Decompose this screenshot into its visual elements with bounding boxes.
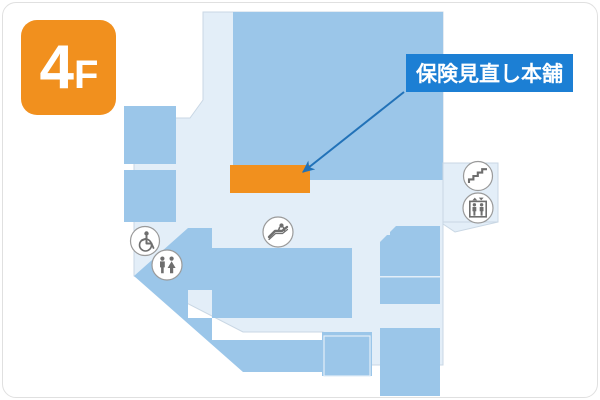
tenant-block-main [211,34,443,180]
restroom-icon [151,249,183,281]
tenant-block-left-upper [124,106,176,164]
tenant-block-center-island [234,248,352,318]
tenant-block-lower-wedge [134,228,370,372]
highlighted-shop-block[interactable] [230,165,310,193]
tenant-block-right-lower [380,328,440,396]
tenant-blocks [124,12,443,396]
callout-arrow [302,91,405,173]
floor-number: 4 [39,32,74,102]
tenant-block-left-lower [124,170,176,222]
wheelchair-restroom-icon [129,225,161,257]
floor-badge: 4 F [21,20,116,115]
tenant-block-right-upper [380,226,440,304]
shop-callout-banner[interactable]: 保険見直し本舗 [406,54,573,92]
escalator-icon [262,216,294,248]
tenant-block-top [233,12,443,36]
floor-suffix: F [74,52,98,97]
stairs-icon [462,160,494,192]
elevator-icon [462,192,494,224]
shop-callout-label: 保険見直し本舗 [416,63,563,86]
